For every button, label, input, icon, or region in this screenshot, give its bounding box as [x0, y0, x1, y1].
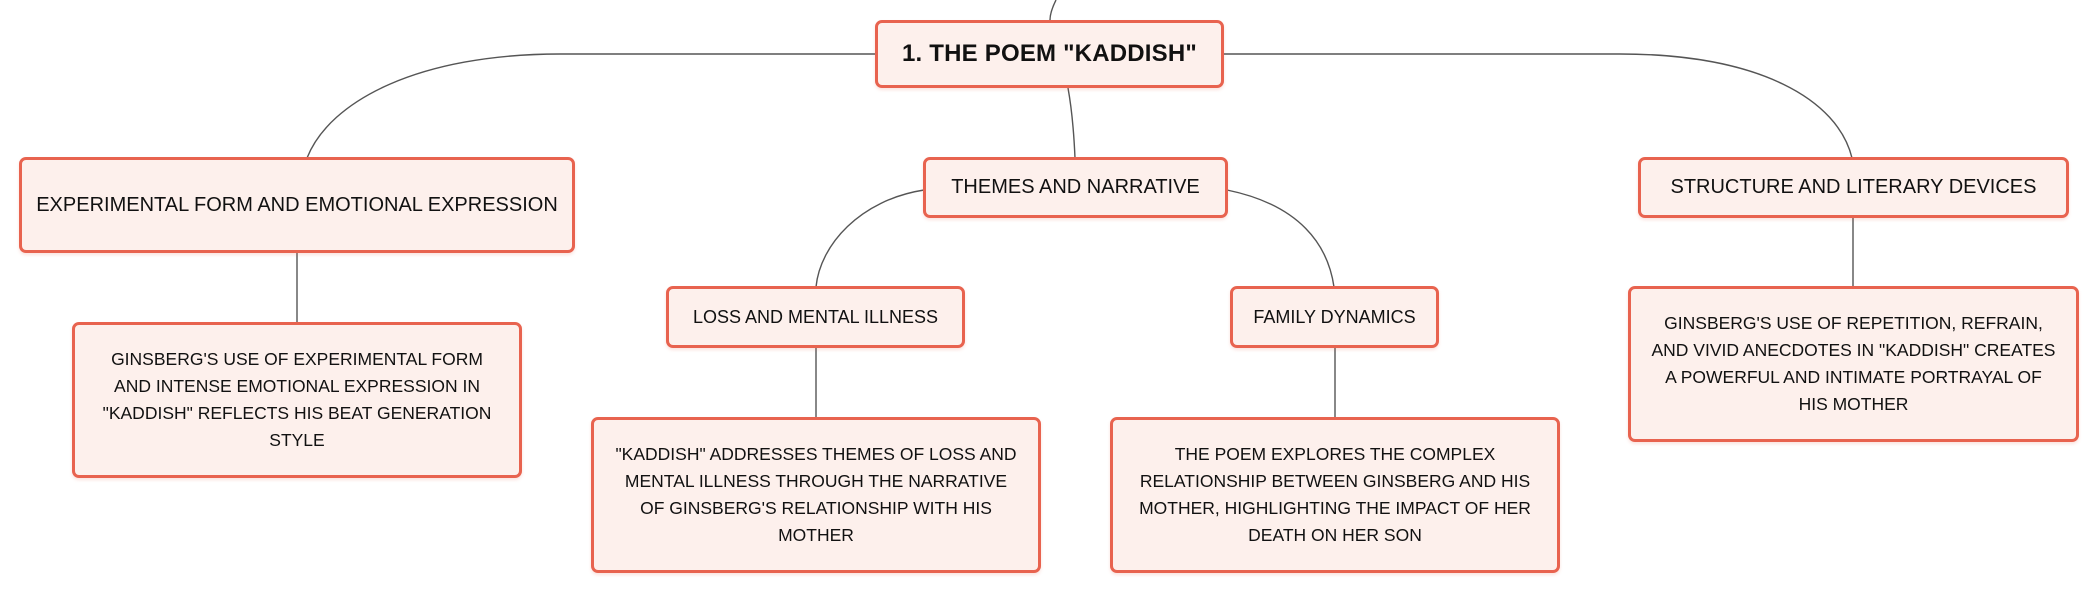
subtopic-node-label: LOSS AND MENTAL ILLNESS	[692, 306, 939, 327]
subtopic-node-family-dynamics[interactable]: FAMILY DYNAMICS	[1230, 286, 1439, 348]
root-node-label: 1. THE POEM "KADDISH"	[902, 40, 1197, 67]
connector-root-to-structure	[1222, 53, 1853, 159]
topic-node-label: EXPERIMENTAL FORM AND EMOTIONAL EXPRESSI…	[36, 193, 558, 216]
topic-node-label: STRUCTURE AND LITERARY DEVICES	[1670, 176, 2037, 198]
root-node-kaddish[interactable]: 1. THE POEM "KADDISH"	[875, 20, 1224, 88]
topic-node-label: THEMES AND NARRATIVE	[951, 176, 1200, 198]
topic-node-themes-narrative[interactable]: THEMES AND NARRATIVE	[923, 157, 1228, 218]
detail-node-text: "KADDISH" ADDRESSES THEMES OF LOSS AND M…	[615, 444, 1017, 545]
subtopic-node-loss-mental-illness[interactable]: LOSS AND MENTAL ILLNESS	[666, 286, 965, 348]
detail-node-experimental-form[interactable]: GINSBERG'S USE OF EXPERIMENTAL FORM AND …	[72, 322, 522, 478]
topic-node-structure-devices[interactable]: STRUCTURE AND LITERARY DEVICES	[1638, 157, 2069, 218]
connector-root-to-themes	[1067, 87, 1076, 159]
connector-themes-to-family	[1226, 189, 1335, 288]
subtopic-node-label: FAMILY DYNAMICS	[1253, 306, 1416, 327]
detail-node-structure-devices[interactable]: GINSBERG'S USE OF REPETITION, REFRAIN, A…	[1628, 286, 2079, 442]
detail-node-loss-mental-illness[interactable]: "KADDISH" ADDRESSES THEMES OF LOSS AND M…	[591, 417, 1041, 573]
detail-node-text: THE POEM EXPLORES THE COMPLEX RELATIONSH…	[1139, 444, 1531, 545]
connector-themes-to-loss	[815, 189, 925, 288]
connector-to-parent	[1049, 0, 1057, 21]
topic-node-experimental-form[interactable]: EXPERIMENTAL FORM AND EMOTIONAL EXPRESSI…	[19, 157, 575, 253]
detail-node-family-dynamics[interactable]: THE POEM EXPLORES THE COMPLEX RELATIONSH…	[1110, 417, 1560, 573]
detail-node-text: GINSBERG'S USE OF REPETITION, REFRAIN, A…	[1651, 313, 2056, 414]
detail-node-text: GINSBERG'S USE OF EXPERIMENTAL FORM AND …	[102, 349, 492, 450]
connector-root-to-experimental-form	[306, 53, 877, 159]
